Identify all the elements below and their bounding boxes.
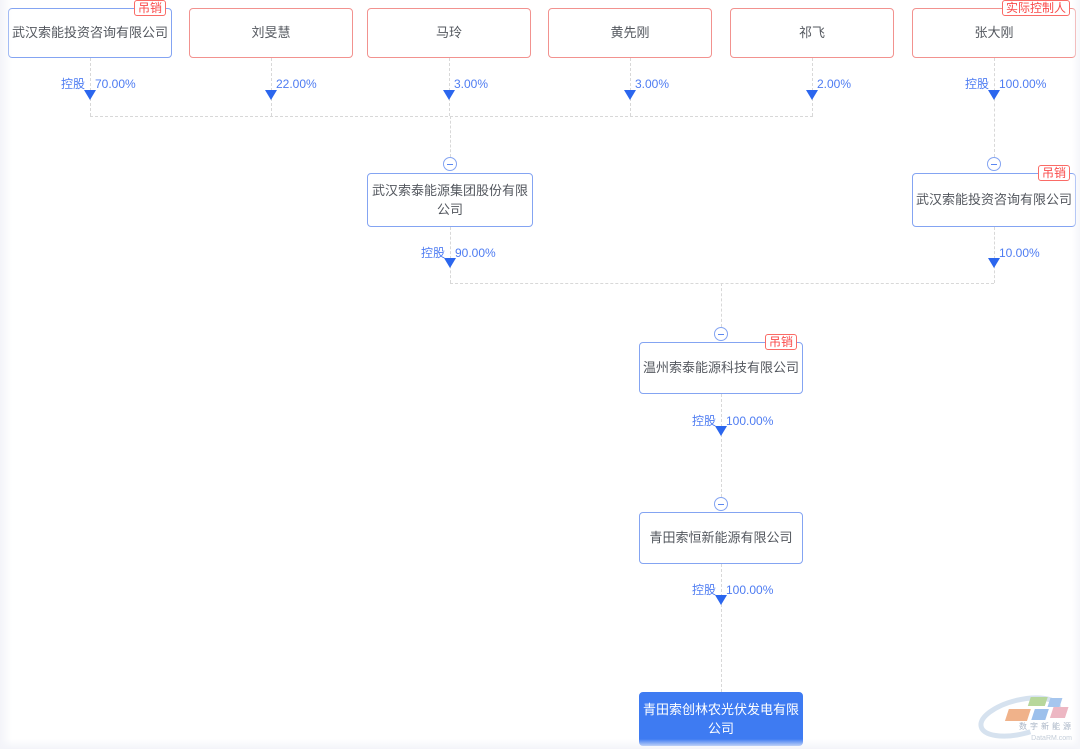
arrow-down-icon <box>444 258 456 268</box>
node-person-zhang[interactable]: 张大刚 实际控制人 <box>912 0 1076 58</box>
node-person-liu[interactable]: 刘旻慧 <box>189 8 353 58</box>
edge-percent-label: 100.00% <box>726 414 774 428</box>
connector-line <box>812 58 813 116</box>
node-qingtian-suoheng[interactable]: 青田索恒新能源有限公司 <box>639 512 803 564</box>
arrow-down-icon <box>715 426 727 436</box>
edge-prefix-label: 控股 <box>691 414 716 428</box>
collapse-toggle[interactable] <box>714 497 728 511</box>
connector-line <box>450 283 994 284</box>
arrow-down-icon <box>624 90 636 100</box>
node-label: 黄先刚 <box>610 25 650 41</box>
node-label: 武汉索能投资咨询有限公司 <box>11 25 168 41</box>
watermark: 数字新能源 DataRM.com <box>976 687 1080 747</box>
minus-icon <box>718 503 724 505</box>
node-label: 青田索恒新能源有限公司 <box>649 530 793 546</box>
minus-icon <box>718 333 724 335</box>
minus-icon <box>991 163 997 165</box>
edge-percent-label: 70.00% <box>95 77 136 91</box>
edge-prefix-label: 控股 <box>60 77 85 91</box>
arrow-down-icon <box>988 258 1000 268</box>
edge-tint <box>0 0 12 749</box>
arrow-down-icon <box>806 90 818 100</box>
status-badge-actual-controller: 实际控制人 <box>1001 0 1070 16</box>
connector-line <box>721 394 722 497</box>
node-target-company[interactable]: 青田索创林农光伏发电有限公司 <box>639 692 803 746</box>
minus-icon <box>447 163 453 165</box>
connector-line <box>721 283 722 327</box>
node-label: 马玲 <box>435 25 462 41</box>
edge-percent-label: 22.00% <box>276 77 317 91</box>
watermark-text-en: DataRM.com <box>1031 735 1072 742</box>
arrow-down-icon <box>443 90 455 100</box>
edge-prefix-label: 控股 <box>964 77 989 91</box>
edge-percent-label: 3.00% <box>454 77 489 91</box>
edge-prefix-label: 控股 <box>691 583 716 597</box>
status-badge-revoked: 吊销 <box>133 0 166 16</box>
connector-line <box>271 58 272 116</box>
edge-percent-label: 100.00% <box>999 77 1047 91</box>
node-person-huang[interactable]: 黄先刚 <box>548 8 712 58</box>
connector-line <box>449 58 450 116</box>
node-label: 刘旻慧 <box>251 25 291 41</box>
arrow-down-icon <box>715 595 727 605</box>
node-person-qi[interactable]: 祁飞 <box>730 8 894 58</box>
collapse-toggle[interactable] <box>714 327 728 341</box>
node-label: 温州索泰能源科技有限公司 <box>642 360 799 376</box>
node-label: 武汉索能投资咨询有限公司 <box>915 192 1072 208</box>
connector-line <box>994 227 995 283</box>
collapse-toggle[interactable] <box>987 157 1001 171</box>
edge-percent-label: 10.00% <box>999 246 1040 260</box>
arrow-down-icon <box>265 90 277 100</box>
watermark-text-cn: 数字新能源 <box>1019 722 1074 731</box>
collapse-toggle[interactable] <box>443 157 457 171</box>
edge-percent-label: 90.00% <box>455 246 496 260</box>
edge-tint <box>1072 0 1080 749</box>
node-label: 祁飞 <box>798 25 825 41</box>
watermark-logo <box>978 695 1069 739</box>
edge-percent-label: 2.00% <box>817 77 852 91</box>
node-wuhan-suoneng-mid[interactable]: 武汉索能投资咨询有限公司 吊销 <box>912 165 1076 227</box>
connector-line <box>994 58 995 157</box>
edge-percent-label: 3.00% <box>635 77 670 91</box>
status-badge-revoked: 吊销 <box>764 334 797 350</box>
node-label: 武汉索泰能源集团股份有限公司 <box>371 182 528 218</box>
connector-line <box>90 116 813 117</box>
connector-line <box>721 564 722 692</box>
node-label: 张大刚 <box>974 25 1014 41</box>
connector-line <box>450 116 451 157</box>
arrow-down-icon <box>84 90 96 100</box>
edge-prefix-label: 控股 <box>420 246 445 260</box>
edge-percent-label: 100.00% <box>726 583 774 597</box>
status-badge-revoked: 吊销 <box>1037 165 1070 181</box>
arrow-down-icon <box>988 90 1000 100</box>
connector-line <box>630 58 631 116</box>
connector-line <box>90 58 91 116</box>
connector-line <box>450 227 451 283</box>
node-wuhan-suoneng-top[interactable]: 武汉索能投资咨询有限公司 吊销 <box>8 0 172 58</box>
edge-tint <box>0 739 1080 749</box>
node-wenzhou-suotai[interactable]: 温州索泰能源科技有限公司 吊销 <box>639 334 803 394</box>
node-person-ma[interactable]: 马玲 <box>367 8 531 58</box>
node-suotai-group[interactable]: 武汉索泰能源集团股份有限公司 <box>367 173 533 227</box>
node-label: 青田索创林农光伏发电有限公司 <box>642 701 799 737</box>
